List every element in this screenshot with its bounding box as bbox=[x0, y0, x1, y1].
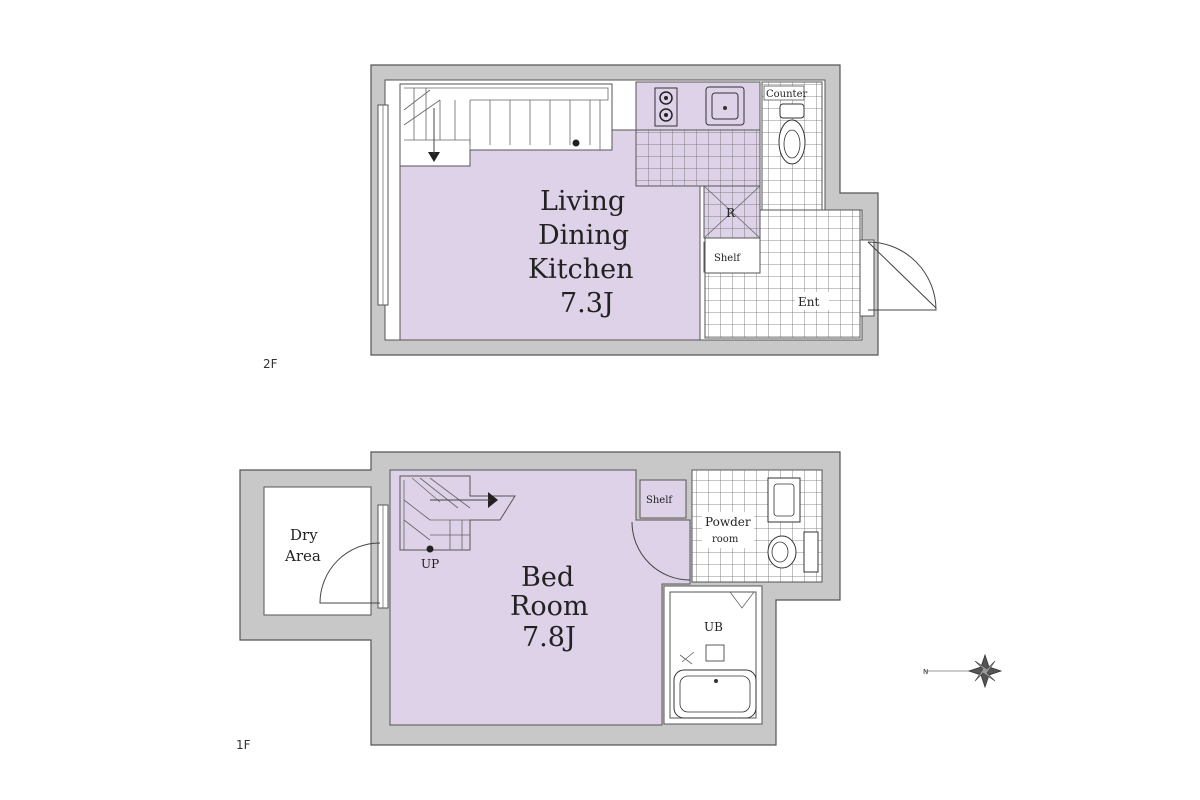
lower-shelf-label: Shelf bbox=[646, 495, 673, 506]
refrigerator-label-overlay: R bbox=[726, 206, 736, 220]
dry-area-line2: Area bbox=[284, 547, 321, 565]
lower-stairs-label: UP bbox=[421, 557, 439, 571]
lower-toilet-icon bbox=[767, 531, 819, 573]
floor-1f: Dry Area Bed Room 7.8J UP Shelf Powder bbox=[236, 451, 841, 752]
bathtub-icon bbox=[673, 669, 757, 719]
upper-shelf-label-overlay: Shelf bbox=[714, 253, 741, 264]
ldk-label-line1: Living bbox=[540, 186, 625, 217]
compass-rose-icon: N bbox=[923, 653, 1003, 689]
dry-area-door[interactable] bbox=[319, 504, 389, 609]
stove-icon bbox=[654, 87, 678, 127]
kitchen-floor bbox=[635, 129, 761, 187]
bedroom-door-swing bbox=[631, 521, 691, 581]
upper-stairs: DN bbox=[399, 83, 613, 167]
dry-area-line1: Dry bbox=[290, 526, 318, 544]
ldk-size: 7.3J bbox=[560, 288, 614, 319]
unit-bath-label: UB bbox=[704, 620, 723, 634]
lower-shelf bbox=[639, 479, 687, 519]
entrance-label: Ent bbox=[798, 295, 819, 309]
bedroom-label-line1: Bed bbox=[521, 562, 574, 593]
ldk-label-line2: Dining bbox=[538, 220, 629, 251]
washbasin-icon bbox=[767, 477, 801, 523]
counter-label: Counter bbox=[766, 89, 807, 100]
lower-stairs: UP bbox=[399, 475, 516, 571]
powder-room-line2: room bbox=[712, 534, 739, 545]
entrance-door[interactable] bbox=[859, 239, 937, 317]
toilet-icon bbox=[778, 103, 806, 165]
powder-room-line1: Powder bbox=[705, 515, 751, 529]
floor-1f-label: 1F bbox=[236, 738, 251, 752]
dry-area bbox=[263, 486, 372, 616]
compass-north-label: N bbox=[923, 668, 928, 676]
sink-icon bbox=[705, 86, 745, 126]
bedroom-label-line2: Room bbox=[510, 591, 588, 622]
bedroom-size: 7.8J bbox=[522, 622, 576, 653]
floor-2f: DN Living Dining Kitchen 7.3J R bbox=[263, 64, 937, 371]
floor-2f-label: 2F bbox=[263, 357, 278, 371]
bath-basin-icon bbox=[705, 644, 725, 662]
ldk-label-line3: Kitchen bbox=[528, 254, 634, 285]
